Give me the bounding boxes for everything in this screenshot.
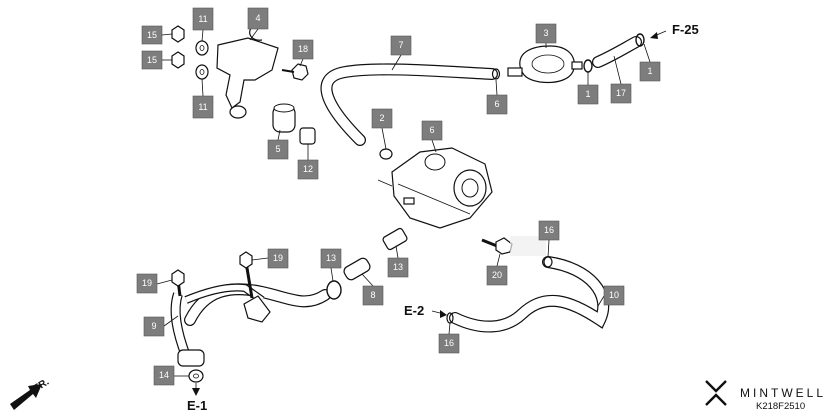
bolt-19-upper: [239, 251, 254, 299]
hose-17: [592, 36, 642, 68]
bolt-20-head: [495, 237, 513, 255]
callout-8: 8: [362, 285, 384, 306]
svg-text:17: 17: [616, 88, 626, 98]
callout-4: 4: [247, 7, 269, 30]
svg-text:10: 10: [609, 290, 619, 300]
ref-e2: E-2: [404, 303, 447, 318]
callout-6-joint: 6: [486, 94, 508, 115]
svg-text:2: 2: [379, 113, 384, 123]
diagram-code: K218F2510: [756, 401, 805, 412]
clamp-13-lower: [326, 280, 342, 300]
svg-text:15: 15: [147, 30, 157, 40]
bolt-20-shade: [510, 236, 546, 256]
svg-text:13: 13: [393, 262, 403, 272]
callouts: 15 15 11 11 4 18 5 12 7 2 6 3 6 1 1 17 1…: [136, 7, 661, 386]
washer-11-upper-hole: [199, 45, 205, 51]
svg-text:1: 1: [585, 89, 590, 99]
callout-11-upper: 11: [192, 7, 214, 31]
svg-text:E-2: E-2: [404, 303, 424, 318]
svg-text:19: 19: [273, 253, 283, 263]
svg-text:20: 20: [492, 270, 502, 280]
nut-15-upper: [171, 25, 185, 43]
callout-11-lower: 11: [192, 95, 214, 119]
hose-lower: [184, 283, 331, 326]
grommet-5-face: [273, 103, 295, 113]
washer-11-lower-hole: [199, 69, 205, 75]
svg-text:19: 19: [142, 278, 152, 288]
clip-1-left: [583, 59, 593, 73]
nut-15-lower: [171, 51, 185, 69]
bolt-18-shank: [281, 69, 295, 73]
callout-13-upper: 13: [387, 257, 409, 278]
callout-18: 18: [292, 39, 314, 60]
svg-text:16: 16: [444, 338, 454, 348]
cap-2: [379, 148, 393, 160]
svg-text:13: 13: [326, 253, 336, 263]
callout-19-left: 19: [136, 273, 158, 294]
connector-13-upper: [382, 227, 408, 251]
leader-lines: [156, 28, 651, 377]
callout-16-lower: 16: [438, 333, 460, 354]
svg-text:6: 6: [429, 125, 434, 135]
svg-text:1: 1: [647, 66, 652, 76]
filter-3: [507, 45, 583, 84]
svg-text:MINTWELL: MINTWELL: [740, 386, 826, 400]
hose-7: [320, 63, 498, 146]
bolt-18-head: [291, 63, 309, 81]
callout-15-lower: 15: [141, 50, 163, 70]
callout-16-upper: 16: [538, 220, 560, 241]
svg-text:16: 16: [544, 225, 554, 235]
bracket-4: [216, 37, 279, 109]
callout-2: 2: [371, 108, 393, 129]
callout-15-upper: 15: [141, 25, 163, 45]
ref-f25: F-25: [650, 22, 699, 39]
svg-text:12: 12: [303, 164, 313, 174]
svg-text:15: 15: [147, 55, 157, 65]
callout-10: 10: [603, 285, 625, 306]
clip-near-filter: [491, 68, 501, 80]
bracket-ring: [229, 105, 247, 119]
svg-text:18: 18: [298, 44, 308, 54]
callout-19-right: 19: [267, 248, 289, 269]
front-arrow: FR.: [10, 377, 51, 410]
washer-14-hole: [193, 373, 199, 379]
brand-logo: MINTWELL: [705, 380, 826, 406]
svg-text:5: 5: [275, 144, 280, 154]
callout-1-left: 1: [577, 84, 599, 105]
callout-7: 7: [390, 35, 412, 56]
bolt-19-left: [171, 269, 185, 297]
ref-e1: E-1: [187, 383, 207, 413]
callout-20: 20: [486, 265, 508, 286]
callout-1-right: 1: [639, 61, 661, 82]
callout-3: 3: [535, 23, 557, 44]
joint-8: [343, 257, 371, 281]
pipe-stay: [243, 295, 271, 323]
pipe-9: [170, 283, 265, 367]
callout-13-lower: 13: [320, 248, 342, 269]
hose-10: [449, 256, 610, 333]
svg-text:11: 11: [198, 102, 207, 112]
callout-6-pump: 6: [421, 120, 443, 141]
air-pump-6: [391, 147, 493, 229]
svg-text:E-1: E-1: [187, 398, 207, 413]
callout-9: 9: [143, 316, 165, 337]
callout-17: 17: [610, 83, 632, 104]
collar-12: [299, 127, 316, 145]
svg-text:9: 9: [151, 321, 156, 331]
callout-14: 14: [153, 365, 175, 386]
svg-text:7: 7: [398, 40, 403, 50]
clip-1-right: [635, 33, 645, 47]
callout-5: 5: [267, 139, 289, 160]
svg-text:4: 4: [255, 13, 260, 23]
svg-text:14: 14: [159, 370, 169, 380]
svg-text:3: 3: [543, 28, 548, 38]
svg-text:11: 11: [198, 14, 207, 24]
callout-12: 12: [297, 159, 319, 180]
svg-text:8: 8: [370, 290, 375, 300]
svg-text:6: 6: [494, 99, 499, 109]
svg-text:F-25: F-25: [672, 22, 699, 37]
